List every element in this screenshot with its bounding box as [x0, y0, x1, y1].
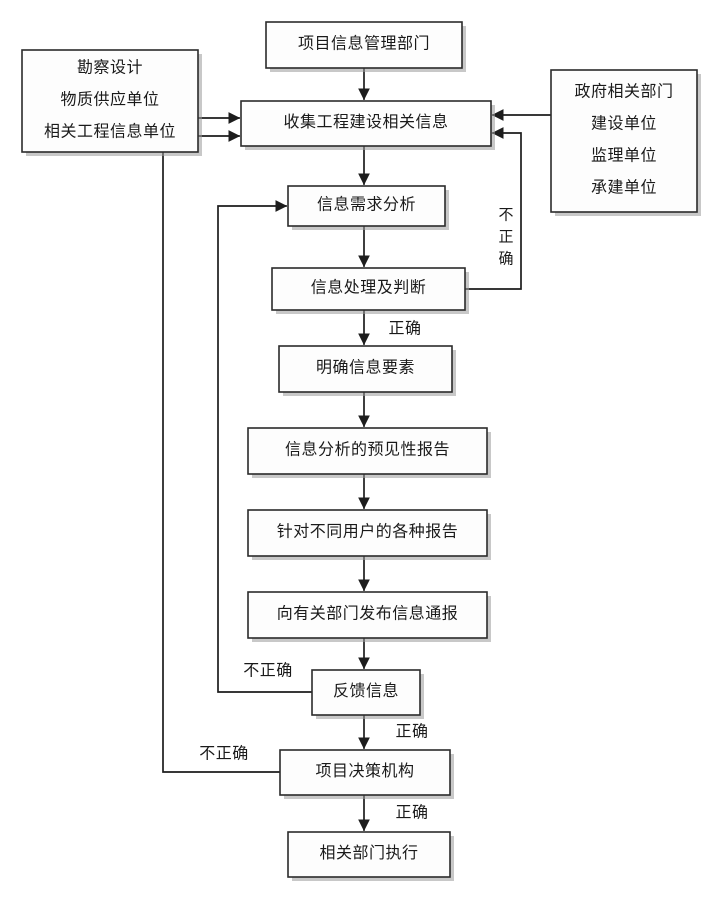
edge-label-char: 正: [498, 229, 513, 245]
label-correct-feedback: 正确: [395, 723, 428, 741]
node-publish-bulletin[interactable]: 向有关部门发布信息通报: [247, 591, 491, 642]
node-predictive-report[interactable]: 信息分析的预见性报告: [247, 427, 491, 478]
edges-layer: [162, 67, 552, 832]
node-label: 建设单位: [591, 115, 657, 133]
node-label: 勘察设计: [77, 59, 143, 77]
node-box[interactable]: [247, 591, 488, 639]
node-label: 物质供应单位: [60, 90, 159, 109]
node-box[interactable]: [240, 100, 492, 147]
node-label: 反馈信息: [333, 682, 399, 700]
node-label: 监理单位: [591, 147, 657, 165]
node-box[interactable]: [287, 185, 446, 227]
node-user-reports[interactable]: 针对不同用户的各种报告: [247, 509, 491, 560]
node-box[interactable]: [265, 21, 463, 69]
node-label: 相关工程信息单位: [44, 123, 176, 141]
node-label: 相关部门执行: [319, 844, 418, 862]
node-collect-info[interactable]: 收集工程建设相关信息: [240, 100, 495, 150]
node-box[interactable]: [21, 49, 199, 153]
node-label: 针对不同用户的各种报告: [277, 523, 459, 541]
node-label: 承建单位: [591, 179, 657, 197]
label-incorrect-feedback: 不正确: [243, 662, 293, 680]
node-box[interactable]: [550, 69, 698, 213]
node-label: 信息分析的预见性报告: [285, 441, 450, 459]
node-label: 明确信息要素: [316, 359, 415, 377]
node-label: 收集工程建设相关信息: [283, 113, 448, 131]
node-feedback-info[interactable]: 反馈信息: [311, 669, 424, 719]
node-label: 政府相关部门: [574, 83, 673, 101]
node-decision-body[interactable]: 项目决策机构: [279, 749, 454, 799]
node-box[interactable]: [279, 749, 451, 796]
edge-feedback-to-needanalysis: [217, 200, 313, 693]
edge-label-char: 不: [498, 207, 513, 223]
node-top-dept[interactable]: 项目信息管理部门: [265, 21, 466, 72]
node-label: 项目决策机构: [315, 762, 414, 780]
node-label: 项目信息管理部门: [298, 35, 430, 53]
edge-label-char: 确: [498, 250, 513, 267]
node-need-analysis[interactable]: 信息需求分析: [287, 185, 449, 230]
label-correct-decision: 正确: [395, 804, 428, 822]
node-box[interactable]: [311, 669, 421, 716]
node-box[interactable]: [247, 427, 488, 475]
node-box[interactable]: [247, 509, 488, 557]
node-label: 向有关部门发布信息通报: [277, 605, 459, 623]
node-label: 信息处理及判断: [311, 279, 427, 297]
node-box[interactable]: [287, 831, 451, 878]
node-box[interactable]: [278, 345, 453, 393]
label-incorrect-decision: 不正确: [199, 745, 249, 763]
label-correct-process: 正确: [388, 320, 421, 338]
node-execute-dept[interactable]: 相关部门执行: [287, 831, 454, 881]
node-process-judge[interactable]: 信息处理及判断: [271, 267, 469, 314]
node-label: 信息需求分析: [317, 196, 416, 214]
label-incorrect-process: 不正确: [498, 207, 513, 267]
edge-processjudge-incorrect-to-collect: [464, 127, 522, 290]
node-box[interactable]: [271, 267, 466, 311]
node-clarify-elements[interactable]: 明确信息要素: [278, 345, 456, 396]
